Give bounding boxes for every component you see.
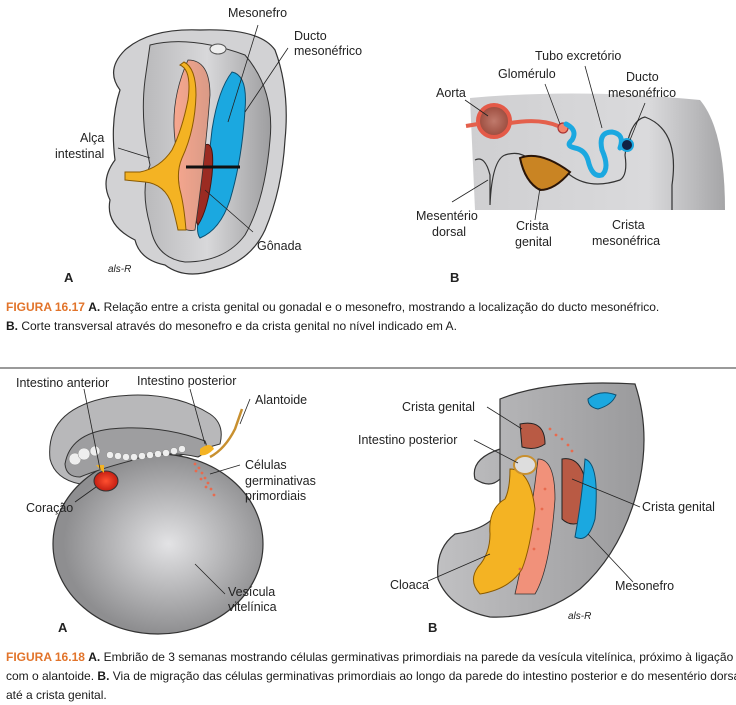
label-vesicula-2: vitelínica bbox=[228, 600, 277, 614]
mesonephric-duct bbox=[620, 138, 634, 152]
caption-figure-16-18: FIGURA 16.18 A. Embrião de 3 semanas mos… bbox=[6, 648, 736, 705]
label-intestino-anterior: Intestino anterior bbox=[16, 376, 109, 390]
caption-mark-a: A. bbox=[88, 650, 101, 664]
label-mesenterio-1: Mesentério bbox=[416, 209, 478, 223]
primordial-germ-cells bbox=[193, 462, 216, 497]
label-crista-genital-top: Crista genital bbox=[402, 400, 475, 414]
label-celulas-1: Células bbox=[245, 458, 287, 472]
caption-figure-16-17: FIGURA 16.17 A. Relação entre a crista g… bbox=[6, 298, 659, 336]
panel-letter-b: B bbox=[450, 270, 459, 285]
label-alca-2: intestinal bbox=[55, 147, 104, 161]
label-crista-meso-2: mesonéfrica bbox=[592, 234, 660, 248]
aorta bbox=[476, 103, 512, 139]
figure-16-17-panel-a: Mesonefro Ducto mesonéfrico Alça intesti… bbox=[55, 6, 362, 285]
label-tubo-excretorio: Tubo excretório bbox=[535, 49, 621, 63]
mesonephric-ridge bbox=[624, 116, 675, 210]
excretory-tubule bbox=[563, 121, 624, 178]
artist-signature: als-R bbox=[108, 264, 131, 275]
panel-letter-a: A bbox=[58, 620, 68, 635]
caption-text-a: Relação entre a crista genital ou gonada… bbox=[100, 300, 660, 314]
label-coracao: Coração bbox=[26, 501, 73, 515]
figure-16-18-panel-a: Intestino anterior Intestino posterior A… bbox=[16, 374, 316, 635]
genital-ridge bbox=[518, 154, 572, 192]
caption-text-a: Embrião de 3 semanas mostrando células g… bbox=[6, 650, 734, 683]
mesentery-salmon bbox=[173, 59, 211, 231]
caption-text-b: Corte transversal através do mesonefro e… bbox=[18, 319, 457, 333]
label-intestino-posterior: Intestino posterior bbox=[358, 433, 457, 447]
label-celulas-2: germinativas bbox=[245, 474, 316, 488]
heart bbox=[93, 470, 119, 492]
artist-signature: als-R bbox=[568, 611, 591, 622]
figure-number: FIGURA 16.18 bbox=[6, 650, 85, 664]
label-glomerulo: Glomérulo bbox=[498, 67, 556, 81]
intestinal-loop-yellow bbox=[124, 61, 197, 231]
figure-16-17-panel-b: Tubo excretório Glomérulo Aorta Ducto me… bbox=[416, 49, 725, 285]
hindgut-cloaca bbox=[473, 468, 536, 595]
somites bbox=[68, 445, 186, 466]
panel-letter-a: A bbox=[64, 270, 74, 285]
label-alantoide: Alantoide bbox=[255, 393, 307, 407]
label-alca-1: Alça bbox=[80, 131, 104, 145]
neural-tube bbox=[587, 392, 617, 410]
leader-lines-d bbox=[427, 406, 641, 583]
figure-number: FIGURA 16.17 bbox=[6, 300, 85, 314]
figure-16-18-panel-b: Crista genital Intestino posterior Crist… bbox=[358, 382, 715, 635]
label-ducto-1: Ducto bbox=[626, 70, 659, 84]
label-celulas-3: primordiais bbox=[245, 489, 306, 503]
allantois bbox=[209, 408, 244, 459]
leader-lines bbox=[117, 24, 289, 233]
label-mesenterio-2: dorsal bbox=[432, 225, 466, 239]
panel-letter-b: B bbox=[428, 620, 437, 635]
leader-lines-c bbox=[74, 388, 251, 595]
label-crista-genital-right: Crista genital bbox=[642, 500, 715, 514]
genital-ridge-top bbox=[519, 422, 546, 449]
caption-text-b: Via de migração das células germinativas… bbox=[6, 669, 736, 702]
label-intestino-posterior: Intestino posterior bbox=[137, 374, 236, 388]
label-aorta: Aorta bbox=[436, 86, 466, 100]
label-ducto-1: Ducto bbox=[294, 29, 327, 43]
label-ducto-2: mesonéfrico bbox=[608, 86, 676, 100]
hindgut-cross-section bbox=[513, 455, 537, 475]
dorsal-mesentery bbox=[474, 152, 531, 206]
label-gonada: Gônada bbox=[257, 239, 302, 253]
label-cloaca: Cloaca bbox=[390, 578, 429, 592]
label-ducto-2: mesonéfrico bbox=[294, 44, 362, 58]
label-crista-meso-1: Crista bbox=[612, 218, 645, 232]
aorta-branch bbox=[465, 119, 559, 128]
label-crista-genital-1: Crista bbox=[516, 219, 549, 233]
hindgut bbox=[200, 445, 214, 456]
label-vesicula-1: Vesícula bbox=[228, 585, 275, 599]
caption-mark-b: B. bbox=[97, 669, 110, 683]
mesonephros-blue bbox=[197, 71, 246, 239]
germ-cell-migration-dots bbox=[518, 427, 574, 571]
caption-mark-a: A. bbox=[88, 300, 101, 314]
caption-mark-b: B. bbox=[6, 319, 18, 333]
mesonephros-b bbox=[574, 458, 597, 539]
label-mesonefro: Mesonefro bbox=[615, 579, 674, 593]
label-crista-genital-2: genital bbox=[515, 235, 552, 249]
section-divider bbox=[0, 367, 736, 369]
leader-lines-b bbox=[451, 65, 646, 221]
embryo-body bbox=[64, 427, 207, 478]
label-mesonefro: Mesonefro bbox=[228, 6, 287, 20]
